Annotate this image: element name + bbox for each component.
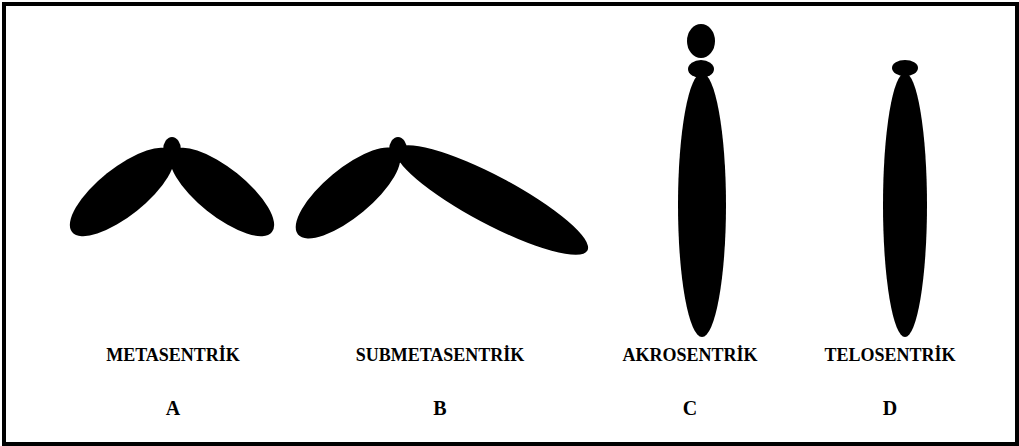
type-label: METASENTRİK: [106, 345, 240, 366]
centromere: [892, 60, 918, 76]
type-label: AKROSENTRİK: [622, 345, 757, 366]
chromosome-arm: [57, 133, 187, 250]
type-label: SUBMETASENTRİK: [356, 345, 525, 366]
chromosome-arm: [883, 73, 927, 337]
chromosome-arm: [385, 128, 598, 271]
letter-label: C: [683, 397, 697, 420]
centromere: [389, 137, 407, 163]
chromosome-arm: [678, 73, 726, 337]
satellite: [687, 24, 715, 58]
chromosome-arm: [283, 133, 414, 253]
centromere: [163, 137, 181, 163]
chromosome-arm: [157, 133, 287, 250]
letter-label: A: [166, 397, 180, 420]
letter-label: D: [883, 397, 897, 420]
centromere: [688, 60, 714, 78]
letter-label: B: [433, 397, 446, 420]
type-label: TELOSENTRİK: [824, 345, 955, 366]
